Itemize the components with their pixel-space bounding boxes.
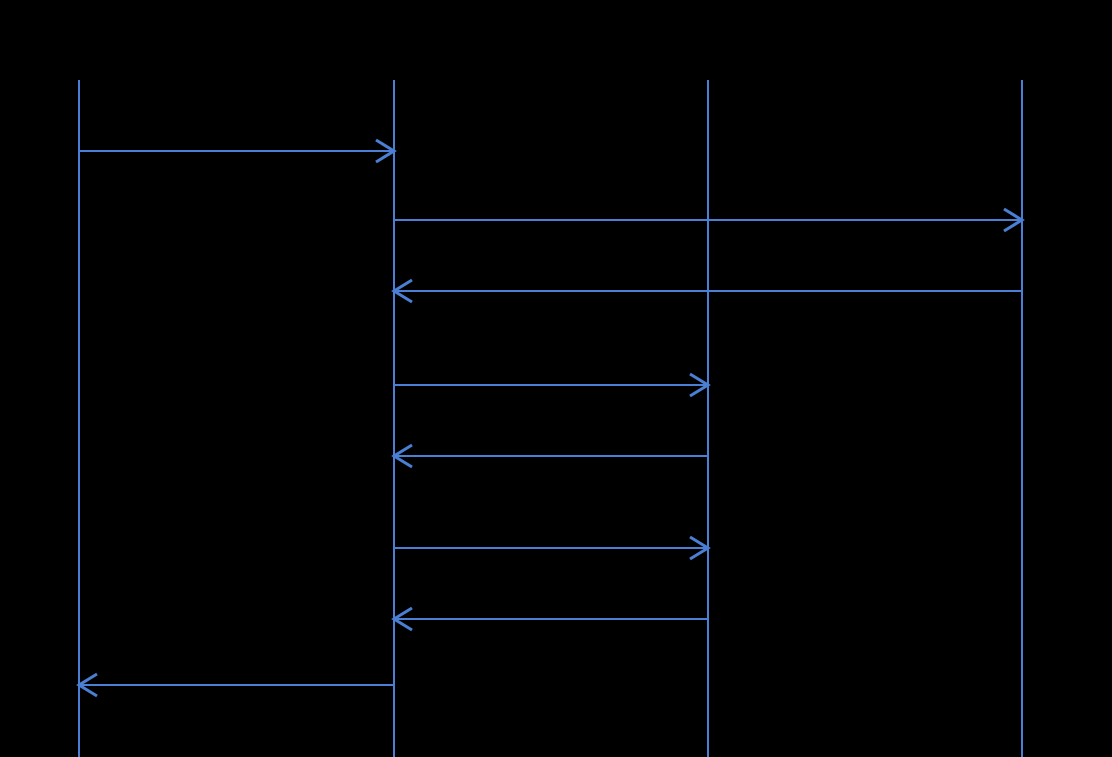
message-8[interactable] [76, 672, 394, 698]
message-6-arrowhead [689, 535, 711, 561]
message-7-arrowhead [391, 606, 413, 632]
message-1[interactable] [79, 138, 397, 164]
message-4[interactable] [394, 372, 711, 398]
message-4-arrowhead [689, 372, 711, 398]
message-5-arrowhead [391, 443, 413, 469]
message-3[interactable] [391, 278, 1022, 304]
message-3-arrowhead [391, 278, 413, 304]
message-8-arrowhead [76, 672, 98, 698]
message-7[interactable] [391, 606, 708, 632]
message-2[interactable] [394, 207, 1025, 233]
message-6[interactable] [394, 535, 711, 561]
message-1-arrowhead [375, 138, 397, 164]
message-5[interactable] [391, 443, 708, 469]
message-2-arrowhead [1003, 207, 1025, 233]
